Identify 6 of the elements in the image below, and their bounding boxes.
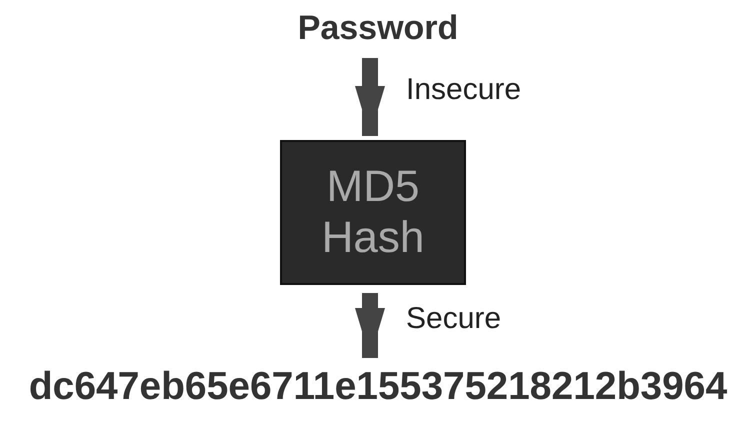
box-label: MD5 Hash: [320, 162, 426, 264]
output-label: dc647eb65e6711e155375218212b3964: [28, 365, 728, 409]
input-label: Password: [298, 8, 458, 48]
arrow: [355, 293, 385, 358]
process-box: [280, 140, 466, 285]
arrow: [355, 58, 385, 136]
